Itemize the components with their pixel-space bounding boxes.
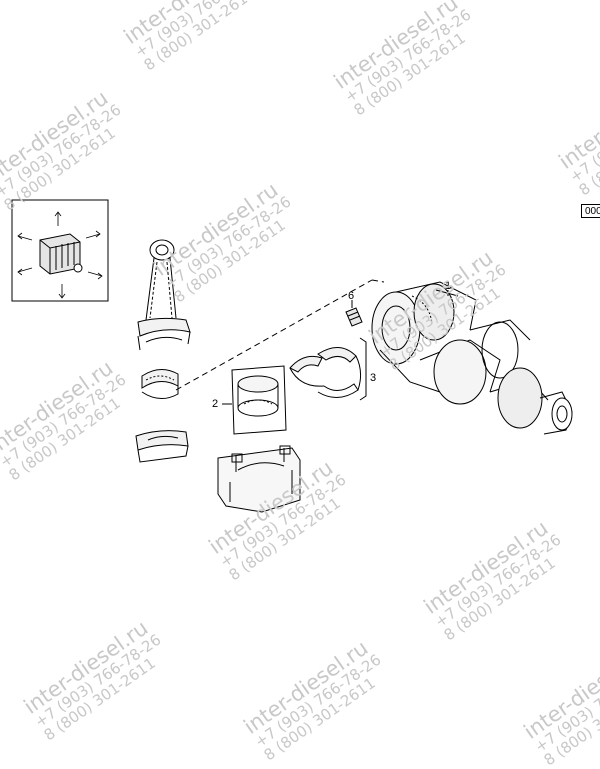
reference-code-box: 000 <box>581 204 600 218</box>
thrust-washers <box>289 347 362 398</box>
callout-3: 3 <box>370 372 377 384</box>
connecting-rod-cap <box>135 430 189 463</box>
rod-bearing-shells <box>141 369 179 399</box>
callout-2: 2 <box>212 398 219 410</box>
inset-bearing-shell-icon <box>39 233 83 275</box>
crankshaft <box>371 281 573 435</box>
connecting-rod <box>137 239 191 351</box>
assembly-centerline <box>175 279 373 391</box>
callout-1: 1 <box>445 280 452 292</box>
main-bearing-cap <box>217 445 301 513</box>
exploded-view-drawing <box>11 199 573 513</box>
main-bearing-shell <box>231 365 287 435</box>
callout-bracket-3 <box>359 337 367 401</box>
dowel-pin <box>345 307 363 327</box>
inset-detail-frame <box>11 199 109 302</box>
inset-arrows-icon <box>17 211 103 299</box>
callout-6: 6 <box>348 290 355 302</box>
